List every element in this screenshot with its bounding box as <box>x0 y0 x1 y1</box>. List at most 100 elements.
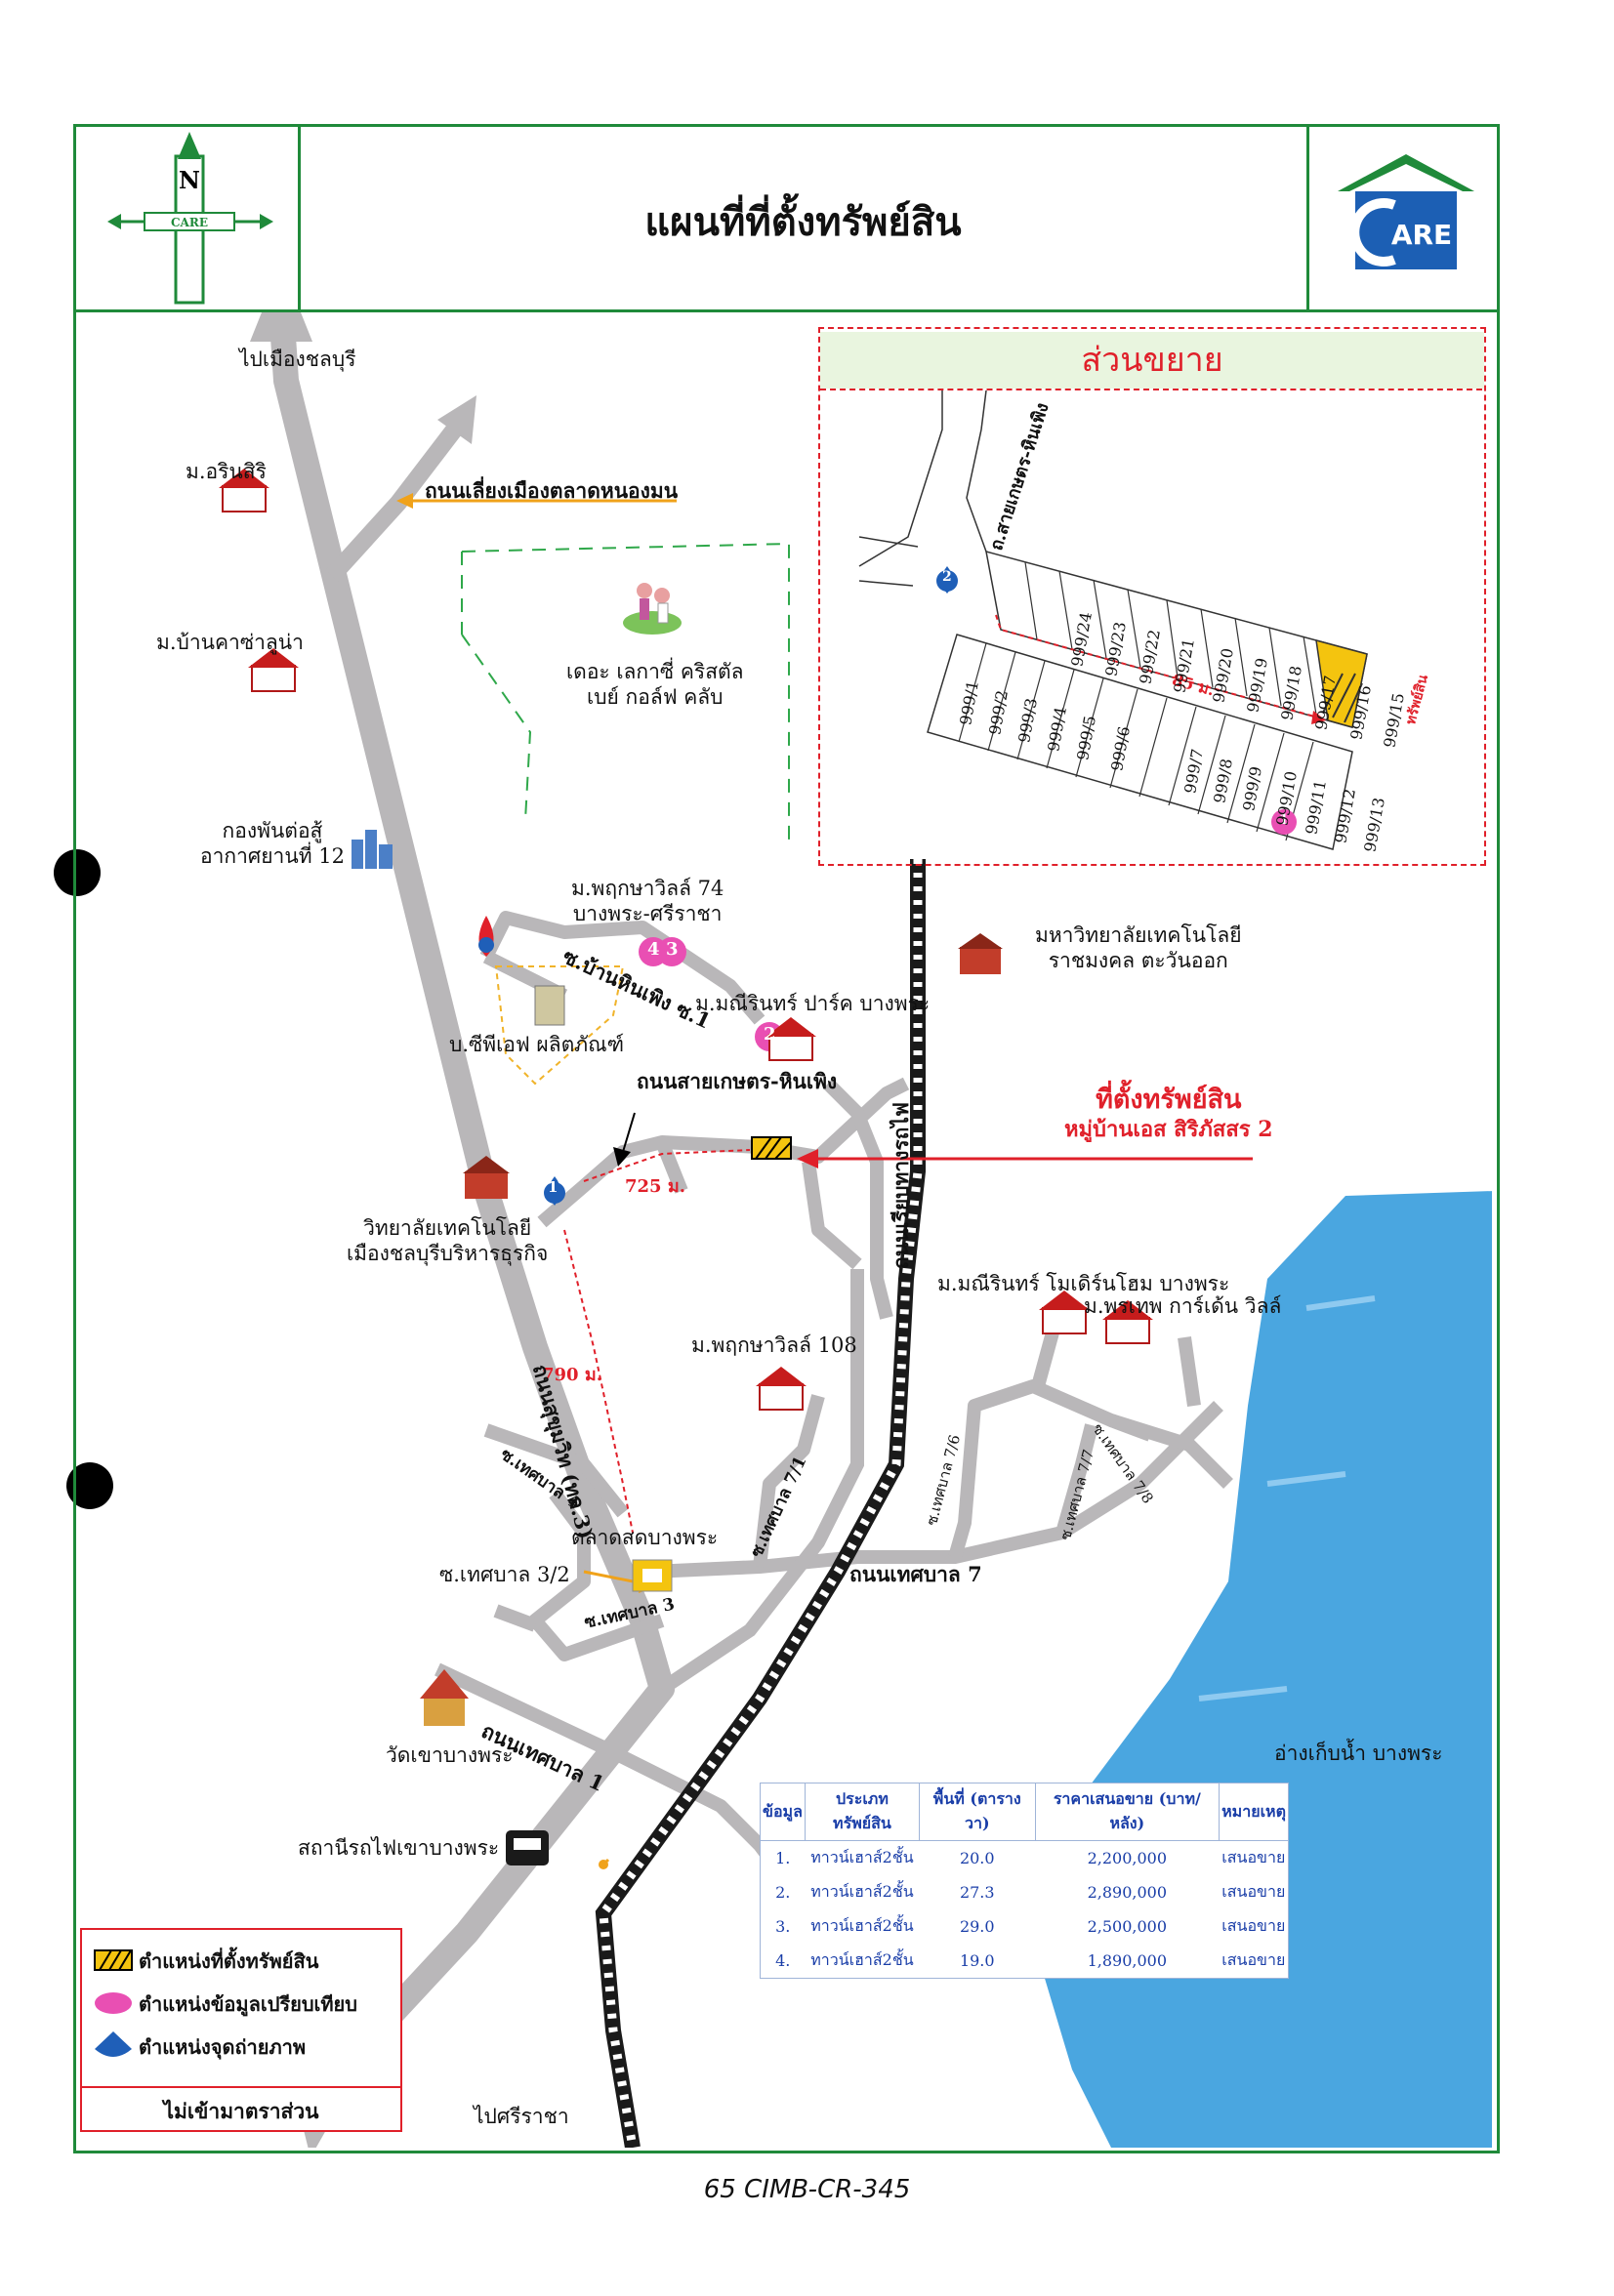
road-saikaset-branch <box>802 1161 862 1270</box>
table-cell: 19.0 <box>959 1951 995 1970</box>
inset-title: ส่วนขยาย <box>820 332 1484 389</box>
table-cell: 2,500,000 <box>1087 1917 1168 1936</box>
label-m-pornthep: ม.พรเทพ การ์เด้น วิลล์ <box>1084 1294 1282 1318</box>
legend-photo-label: ตำแหน่งจุดถ่ายภาพ <box>139 2035 307 2059</box>
column-header: พื้นที่ (ตารางวา) <box>918 1783 1036 1841</box>
temple-icon <box>420 1669 469 1726</box>
market-icon <box>632 1559 673 1592</box>
road-soi3-2 <box>493 1604 538 1632</box>
railway-line <box>595 859 926 2148</box>
road-saikaset-bend <box>655 1139 688 1194</box>
road-label-arrow <box>622 1112 636 1153</box>
care-logo-icon: ARE <box>1338 154 1474 275</box>
label-air-defense-line2: อากาศยานที่ 12 <box>200 844 345 869</box>
bypass-road <box>325 414 470 583</box>
label-m-pruksa74: ม.พฤกษาวิลล์ 74 บางพระ-ศรีราชา <box>571 876 724 927</box>
legend-property-label: ตำแหน่งที่ตั้งทรัพย์สิน <box>139 1949 319 1973</box>
inset-road-saikaset-2 <box>966 390 987 553</box>
table-row: 4. ทาวน์เฮาส์2ชั้น 19.0 1,890,000 เสนอขา… <box>761 1944 1289 1979</box>
table-cell: ทาวน์เฮาส์2ชั้น <box>810 1882 914 1901</box>
road-arrow-north <box>250 312 312 342</box>
logo-text: ARE <box>1391 219 1452 251</box>
label-to-chonburi: ไปเมืองชลบุรี <box>239 348 356 371</box>
label-golf-club-line1: เดอะ เลกาซี่ คริสตัล <box>566 660 744 683</box>
house-icon-casaluna <box>248 648 299 692</box>
comparable-marker-4-3 <box>639 937 686 966</box>
golf-icon <box>623 583 682 635</box>
house-icon-arinsiri <box>219 469 269 512</box>
house-icon-pruksa108 <box>756 1367 807 1411</box>
inset-road-spur <box>858 580 914 587</box>
table-cell: 29.0 <box>959 1917 995 1936</box>
label-m-pruksa74-line2: บางพระ-ศรีราชา <box>572 902 723 926</box>
golf-boundary-3 <box>461 634 532 821</box>
comparable-swatch-icon <box>94 1991 133 2020</box>
legend-scale-note: ไม่เข้ามาตราส่วน <box>82 2086 400 2128</box>
label-reservoir: อ่างเก็บน้ำ บางพระ <box>1274 1742 1443 1765</box>
comparable-2-number: 2 <box>764 1024 776 1045</box>
header-divider-left <box>298 124 301 311</box>
compass-letter: N <box>179 166 200 194</box>
distance-path-790 <box>563 1229 634 1534</box>
table-cell: เสนอขาย <box>1221 1916 1286 1935</box>
label-property-title: ที่ตั้งทรัพย์สิน <box>1096 1085 1242 1115</box>
column-header: ราคาเสนอขาย (บาท/หลัง) <box>1034 1783 1221 1841</box>
road-thesaban7-8 <box>1108 1414 1233 1489</box>
photo-swatch-icon <box>94 2031 133 2066</box>
legend-item-comparable: ตำแหน่งข้อมูลเปรียบเทียบ <box>94 1988 357 2020</box>
label-bypass-road: ถนนเลี่ยงเมืองตลาดหนองมน <box>425 478 679 503</box>
map-legend: ตำแหน่งที่ตั้งทรัพย์สิน ตำแหน่งข้อมูลเปร… <box>80 1928 402 2132</box>
table-cell: 1. <box>775 1849 791 1867</box>
property-swatch-icon <box>94 1949 133 1976</box>
cpf-building-icon <box>534 985 565 1026</box>
inset-road-saikaset <box>858 390 943 567</box>
table-cell: 2. <box>775 1883 791 1902</box>
road-saikaset <box>537 1077 910 1228</box>
label-road-saikaset: ถนนสายเกษตร-หินเพิง <box>637 1069 838 1093</box>
label-distance-790: 790 ม. <box>542 1365 602 1385</box>
table-cell: เสนอขาย <box>1221 1950 1286 1969</box>
inset-comparable-1-icon <box>1271 809 1297 835</box>
table-cell: ทาวน์เฮาส์2ชั้น <box>810 1950 914 1969</box>
train-station-icon <box>506 1830 549 1866</box>
label-golf-club-line2: เบย์ กอล์ฟ คลับ <box>587 685 724 710</box>
legend-item-property: ตำแหน่งที่ตั้งทรัพย์สิน <box>94 1946 318 1977</box>
header-divider <box>73 309 1500 312</box>
table-cell: ทาวน์เฮาส์2ชั้น <box>810 1848 914 1866</box>
house-icon-pornthep <box>1102 1300 1153 1344</box>
road-soi3 <box>528 1489 665 1661</box>
table-cell: 2,200,000 <box>1087 1849 1168 1867</box>
road-rail-side <box>823 1079 893 1320</box>
inset-plots-bottom-outline <box>927 634 1353 850</box>
label-m-casa-luna: ม.บ้านคาซ่าลูน่า <box>156 631 304 654</box>
label-to-sriracha: ไปศรีราชา <box>474 2105 569 2128</box>
road-soi4 <box>483 1423 629 1518</box>
inset-photo-2-number: 2 <box>942 569 952 585</box>
page-title: แผนที่ที่ตั้งทรัพย์สิน <box>644 199 962 245</box>
compass-text: CARE <box>171 216 208 229</box>
map-frame <box>73 124 1500 2153</box>
label-rmut-line1: มหาวิทยาลัยเทคโนโลยี <box>1035 923 1242 947</box>
column-header: ประเภททรัพย์สิน <box>804 1783 920 1841</box>
road-soi-hinpheng <box>479 911 766 1025</box>
label-college: วิทยาลัยเทคโนโลยี เมืองชลบุรีบริหารธุรกิ… <box>347 1215 548 1267</box>
document-code: 65 CIMB-CR-345 <box>703 2175 911 2204</box>
label-m-manee-park: ม.มณีรินทร์ ปาร์ค บางพระ <box>695 992 931 1015</box>
label-college-line1: วิทยาลัยเทคโนโลยี <box>363 1216 532 1240</box>
table-cell: 27.3 <box>959 1883 995 1902</box>
label-soi-thesaban3-2: ซ.เทศบาล 3/2 <box>439 1563 570 1586</box>
table-header-row: ข้อมูล ประเภททรัพย์สิน พื้นที่ (ตารางวา)… <box>760 1783 1289 1841</box>
distance-path-725 <box>583 1149 751 1182</box>
label-road-thesaban7: ถนนเทศบาล 7 <box>849 1562 982 1586</box>
golf-boundary <box>461 542 790 840</box>
table-cell: ทาวน์เฮาส์2ชั้น <box>810 1916 914 1935</box>
inset-comparable-1-number: 1 <box>1279 812 1289 828</box>
photo-point-1-icon <box>544 1176 565 1206</box>
table-cell: 2,890,000 <box>1087 1883 1168 1902</box>
inset-photo-point-2-icon <box>936 566 958 594</box>
table-row: 1. ทาวน์เฮาส์2ชั้น 20.0 2,200,000 เสนอขา… <box>761 1841 1289 1876</box>
legend-comparable-label: ตำแหน่งข้อมูลเปรียบเทียบ <box>139 1992 357 2016</box>
label-rmut: มหาวิทยาลัยเทคโนโลยี ราชมงคล ตะวันออก <box>1035 922 1242 974</box>
table-cell: 4. <box>775 1951 791 1970</box>
inset-panel <box>818 327 1486 866</box>
